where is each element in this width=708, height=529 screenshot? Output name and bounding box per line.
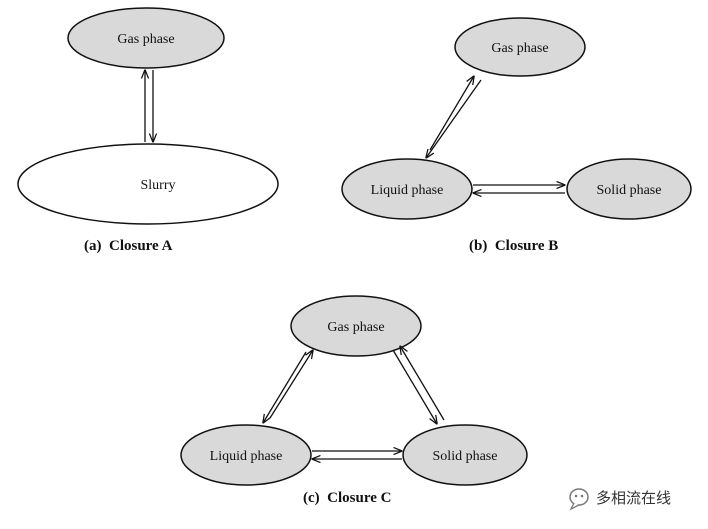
slurry-node <box>17 143 279 225</box>
solid-phase-node <box>566 158 692 220</box>
solid-phase-node <box>402 424 528 486</box>
gas-phase-node <box>67 7 225 69</box>
solid-phase-label: Solid phase <box>597 183 662 198</box>
solid-phase-label: Solid phase <box>433 449 498 464</box>
watermark-text: 多相流在线 <box>596 489 671 507</box>
liquid-phase-label: Liquid phase <box>210 449 283 464</box>
gas-liquid-arrows <box>426 76 482 158</box>
arrow-to-gas <box>429 76 474 151</box>
liquid-phase-node <box>180 424 312 486</box>
gas-phase-node <box>290 295 422 357</box>
caption-b: (b) Closure B <box>469 238 558 254</box>
gas-solid-arrows <box>392 346 445 424</box>
gas-phase-label: Gas phase <box>117 32 174 47</box>
panel-b: Gas phase Liquid phase Solid phase (b) C… <box>341 17 692 254</box>
gas-slurry-arrows <box>145 70 153 142</box>
arrow-to-liquid <box>263 351 307 423</box>
panel-a: Gas phase Slurry (a) Closure A <box>17 7 279 254</box>
watermark: 多相流在线 <box>569 488 671 511</box>
caption-a: (a) Closure A <box>84 238 173 254</box>
gas-liquid-arrows <box>263 350 313 423</box>
liquid-phase-label: Liquid phase <box>371 183 444 198</box>
panel-c: Gas phase Liquid phase Solid phase (c) C… <box>180 295 528 506</box>
arrow-to-solid <box>392 349 437 424</box>
arrow-to-liquid <box>426 79 482 158</box>
arrow-to-gas <box>400 346 445 421</box>
gas-phase-node <box>454 17 586 77</box>
gas-phase-label: Gas phase <box>327 320 384 335</box>
liquid-solid-arrows <box>473 185 565 193</box>
arrow-to-gas <box>269 350 313 419</box>
chat-bubble-icon <box>569 488 589 511</box>
gas-phase-label: Gas phase <box>491 41 548 56</box>
liquid-solid-arrows <box>312 451 402 459</box>
slurry-label: Slurry <box>141 178 176 193</box>
caption-c: (c) Closure C <box>303 490 391 506</box>
liquid-phase-node <box>341 158 473 220</box>
